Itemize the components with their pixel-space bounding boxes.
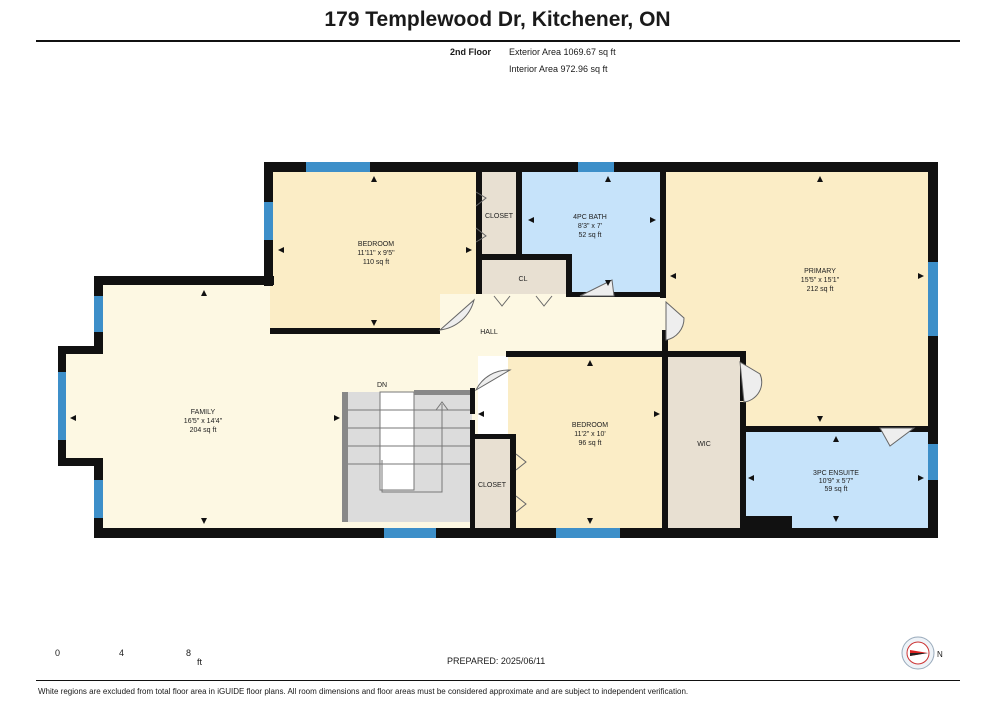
hall-name: HALL xyxy=(480,329,498,336)
doors xyxy=(438,191,916,513)
bath-area: 52 sq ft xyxy=(579,232,602,239)
scale-label-8: 8 xyxy=(186,648,192,658)
wic xyxy=(666,356,742,530)
stairs-dn-label: DN xyxy=(377,382,387,389)
closet1-name: CLOSET xyxy=(485,213,514,220)
bedroom-2 xyxy=(508,356,666,530)
bedroom1-name: BEDROOM xyxy=(358,241,394,248)
family-name: FAMILY xyxy=(191,409,216,416)
compass-north-label: N xyxy=(937,650,943,659)
header-divider xyxy=(36,40,960,42)
interior-area: Interior Area 972.96 sq ft xyxy=(509,64,608,74)
bedroom1-dims: 11'11" x 9'5" xyxy=(357,250,395,257)
stairs xyxy=(342,390,472,522)
cl-name: CL xyxy=(519,276,528,283)
bedroom2-area: 96 sq ft xyxy=(579,440,602,447)
footer-divider xyxy=(36,680,960,681)
prepared-date: PREPARED: 2025/06/11 xyxy=(447,656,546,666)
hall xyxy=(440,294,666,356)
bath-name: 4PC BATH xyxy=(573,214,607,221)
dimension-arrows xyxy=(70,176,924,524)
primary-name: PRIMARY xyxy=(804,268,836,275)
primary-dims: 15'5" x 15'1" xyxy=(801,277,840,284)
closet2-name: CLOSET xyxy=(478,482,507,489)
closet-2 xyxy=(474,438,512,530)
wic-name: WIC xyxy=(697,441,711,448)
family-area: 204 sq ft xyxy=(190,427,217,434)
cl-closet xyxy=(480,258,568,294)
bedroom2-name: BEDROOM xyxy=(572,422,608,429)
scale-unit: ft xyxy=(197,657,203,667)
ensuite-dims: 10'9" x 5'7" xyxy=(819,478,854,485)
closet-1 xyxy=(480,168,520,256)
ensuite-area: 59 sq ft xyxy=(825,486,848,493)
windows xyxy=(58,162,938,538)
bedroom2-dims: 11'2" x 10' xyxy=(574,431,606,438)
disclaimer: White regions are excluded from total fl… xyxy=(38,687,689,696)
exterior-area: Exterior Area 1069.67 sq ft xyxy=(509,47,616,57)
family-dims: 16'5" x 14'4" xyxy=(184,418,223,425)
primary-area: 212 sq ft xyxy=(807,286,834,293)
scale-label-4: 4 xyxy=(119,648,125,658)
page-title: 179 Templewood Dr, Kitchener, ON xyxy=(324,8,671,31)
family-bay xyxy=(62,350,98,464)
compass-icon xyxy=(901,636,935,670)
ensuite-name: 3PC ENSUITE xyxy=(813,470,859,477)
floor-label: 2nd Floor xyxy=(450,47,491,57)
bedroom1-area: 110 sq ft xyxy=(363,259,389,266)
bath-dims: 8'3" x 7' xyxy=(578,223,602,230)
scale-label-0: 0 xyxy=(55,648,61,658)
ensuite xyxy=(742,430,934,530)
floor-plan: BEDROOM 11'11" x 9'5" 110 sq ft CLOSET 4… xyxy=(58,162,938,538)
